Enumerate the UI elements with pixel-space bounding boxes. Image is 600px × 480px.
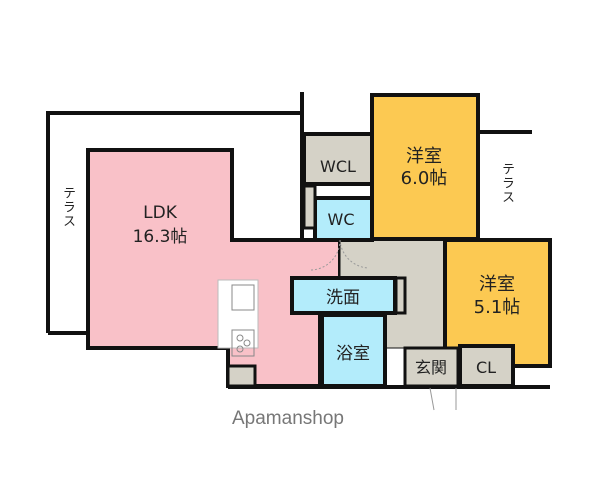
western1-name: 洋室 xyxy=(406,146,442,167)
door-swing-icon xyxy=(309,239,369,271)
wc-shelf xyxy=(302,184,317,230)
stove-icon xyxy=(231,329,255,357)
washroom-shelf xyxy=(394,276,407,315)
wc-label: WC xyxy=(328,210,355,229)
western2-name: 洋室 xyxy=(479,274,515,295)
storage-box xyxy=(226,364,257,388)
bathroom-label: 浴室 xyxy=(336,344,370,364)
kitchen-sink xyxy=(231,284,255,311)
ldk-name: LDK xyxy=(143,203,178,223)
terrace-left-label: テラス xyxy=(60,186,75,228)
closet-label: CL xyxy=(476,358,496,377)
washroom-label: 洗面 xyxy=(326,288,360,308)
western1-size: 6.0帖 xyxy=(401,168,448,189)
room-wc xyxy=(313,196,374,242)
room-western-6 xyxy=(370,93,480,241)
watermark-logo: Apamanshop xyxy=(232,408,344,429)
wcl-label: WCL xyxy=(320,157,356,176)
ldk-size: 16.3帖 xyxy=(133,227,188,247)
entrance-label: 玄関 xyxy=(415,358,447,377)
terrace-right-label: テラス xyxy=(499,162,514,204)
room-wcl xyxy=(302,132,374,186)
entrance-door-icon xyxy=(429,387,457,411)
western2-size: 5.1帖 xyxy=(474,297,521,318)
